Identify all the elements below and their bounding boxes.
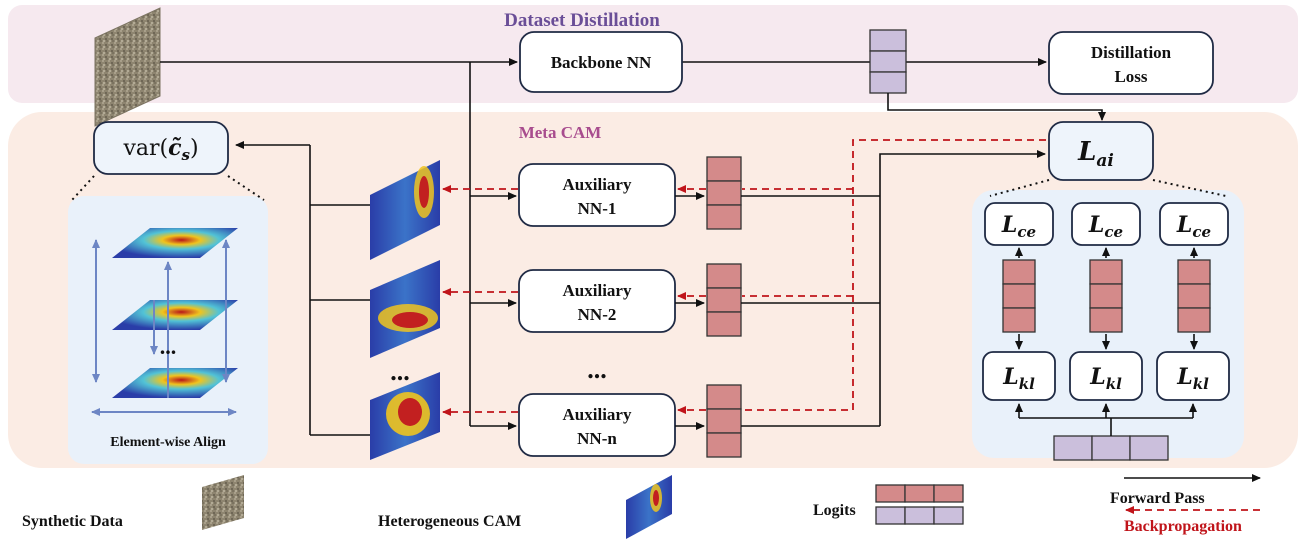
cam-image-1	[370, 160, 440, 260]
svg-text:Lce: Lce	[1001, 212, 1036, 241]
svg-text:Lce: Lce	[1176, 212, 1211, 241]
aux1-line2: NN-1	[578, 199, 617, 218]
lce-box-1: Lce	[984, 202, 1054, 246]
loss-purple-logits	[1053, 435, 1169, 461]
aux-box-n: Auxiliary NN-n	[518, 393, 676, 457]
aux2-logits	[706, 263, 742, 337]
distill-loss-box	[1048, 31, 1214, 95]
cam-image-n	[370, 372, 440, 460]
lce-box-3: Lce	[1159, 202, 1229, 246]
legend-logits-label: Logits	[813, 502, 856, 519]
auxn-line2: NN-n	[577, 429, 617, 448]
auxn-logits	[706, 384, 742, 458]
distill-loss-line1: Distillation	[1091, 43, 1172, 62]
backbone-box	[519, 31, 683, 93]
legend-backward-label: Backpropagation	[1124, 518, 1242, 535]
arrow-to-lai	[879, 150, 1046, 426]
aux1-logits	[706, 156, 742, 230]
cam-stack	[112, 228, 238, 398]
zoom-line-lai-left	[989, 179, 1050, 197]
aux-box-1: Auxiliary NN-1	[518, 163, 676, 227]
legend-logits-swatch	[875, 484, 964, 525]
variance-label: var(c̃s)	[122, 135, 198, 164]
aux-ellipsis: ...	[587, 355, 607, 384]
lkl-box-2: Lkl	[1069, 351, 1143, 401]
lai-box	[1048, 121, 1154, 181]
element-align-label: Element-wise Align	[110, 435, 226, 450]
synthetic-data-image	[94, 7, 161, 127]
aux2-line2: NN-2	[578, 305, 617, 324]
stack-ellipsis: ...	[160, 334, 177, 359]
legend-forward-label: Forward Pass	[1110, 490, 1205, 507]
distill-loss-line2: Loss	[1114, 67, 1147, 86]
svg-text:Lkl: Lkl	[1176, 364, 1209, 393]
variance-box	[93, 121, 229, 175]
zoom-line-right	[227, 175, 265, 201]
svg-text:Lce: Lce	[1088, 212, 1123, 241]
legend-synthetic-swatch	[202, 475, 244, 530]
legend-cam-swatch	[626, 475, 672, 539]
lce-box-2: Lce	[1071, 202, 1141, 246]
cam-image-2	[370, 260, 440, 358]
svg-text:Lkl: Lkl	[1089, 364, 1122, 393]
legend-synthetic-label: Synthetic Data	[22, 513, 123, 530]
svg-text:Lkl: Lkl	[1002, 364, 1035, 393]
arrow-logits-to-lai	[887, 93, 1106, 121]
lkl-box-1: Lkl	[982, 351, 1056, 401]
zoom-line-lai-right	[1152, 179, 1227, 197]
aux2-line1: Auxiliary	[563, 281, 632, 300]
backbone-logits	[869, 29, 907, 94]
lkl-box-3: Lkl	[1156, 351, 1230, 401]
mid-section-title: Meta CAM	[519, 123, 602, 142]
lai-label: Lai	[1077, 137, 1114, 171]
auxn-line1: Auxiliary	[563, 405, 632, 424]
backprop-main	[742, 139, 1046, 411]
legend-cam-label: Heterogeneous CAM	[378, 513, 521, 530]
aux-box-2: Auxiliary NN-2	[518, 269, 676, 333]
loss-logits-1	[1002, 259, 1036, 333]
top-section-title: Dataset Distillation	[504, 10, 660, 31]
cam-ellipsis: ...	[390, 357, 410, 386]
aux1-line1: Auxiliary	[563, 175, 632, 194]
loss-logits-2	[1089, 259, 1123, 333]
loss-logits-3	[1177, 259, 1211, 333]
backbone-label: Backbone NN	[551, 53, 652, 72]
